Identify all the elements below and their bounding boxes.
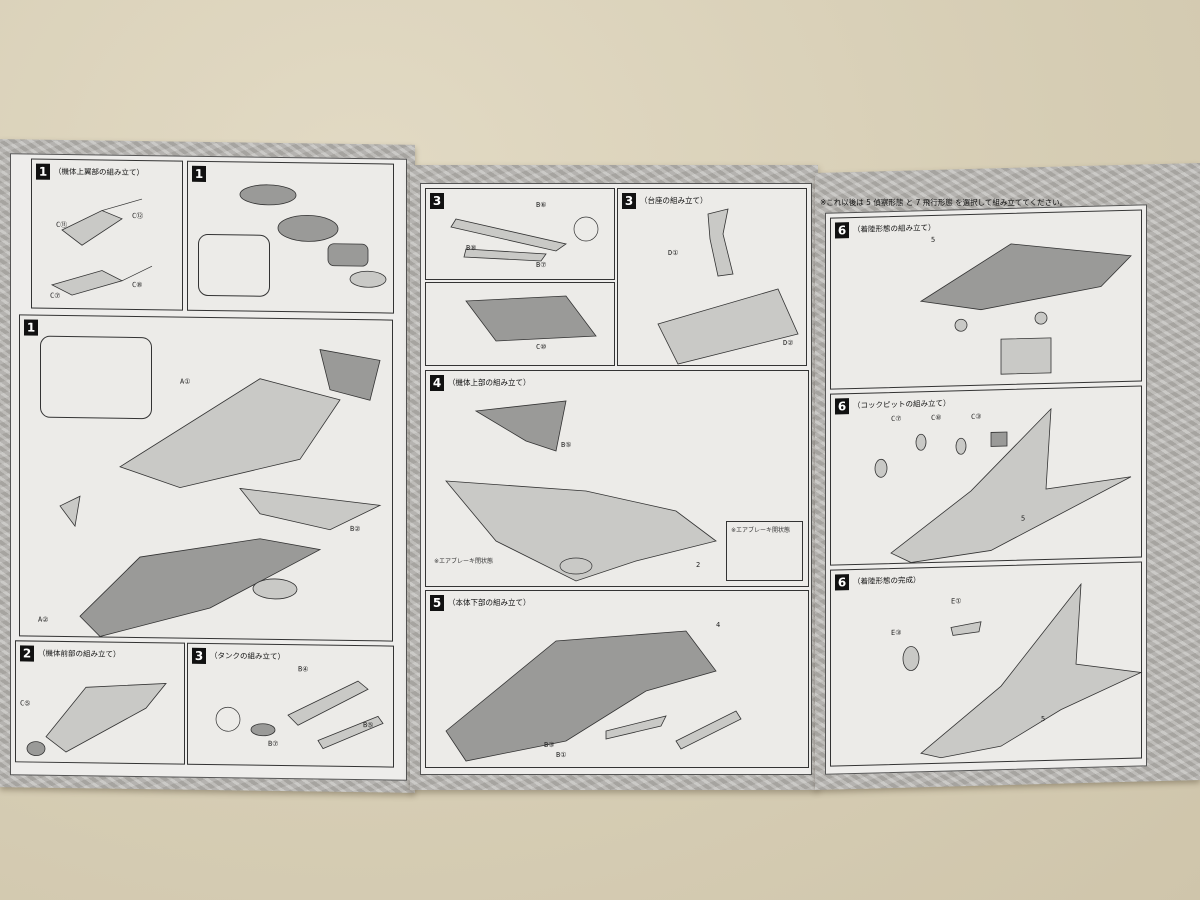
step-number: 5 <box>430 595 444 611</box>
step-box-3b: 3 B⑥ B⑦ B⑧ <box>425 188 615 280</box>
step-number: 6 <box>835 398 849 415</box>
part-label: D① <box>668 249 679 257</box>
step-number: 1 <box>24 319 38 336</box>
landing-gear-drawing <box>919 243 1132 375</box>
panel-left-inner: 1 （機体上翼部の組み立て） C⑪ C⑫ C⑦ C⑧ 1 1 <box>10 153 407 781</box>
airbrake-inset: ※エアブレーキ開状態 <box>726 521 803 581</box>
part-label: B⑤ <box>363 721 374 730</box>
display-stand-drawing <box>657 208 799 365</box>
step-box-6c: 6 （着陸形態の完成） E① E③ 5 <box>830 561 1143 767</box>
engine-parts-drawing <box>239 184 387 288</box>
part-label: 4 <box>716 621 721 629</box>
step-number: 3 <box>192 647 206 664</box>
step-box-3: 3 （タンクの組み立て） B④ B⑤ B⑦ <box>187 642 394 768</box>
part-label: B⑤ <box>561 441 572 449</box>
part-label: C⑫ <box>132 211 144 221</box>
part-label: D② <box>783 339 794 347</box>
lower-body-drawing <box>445 630 742 762</box>
part-label: B③ <box>544 741 555 749</box>
part-label: C⑩ <box>536 343 547 351</box>
part-label: 2 <box>696 561 701 569</box>
step-box-6b: 6 （コックピットの組み立て） C⑦ C⑧ C③ 5 <box>830 385 1142 566</box>
step-number: 6 <box>835 222 849 239</box>
upper-fuselage-drawing <box>445 400 717 582</box>
step-box-5: 5 （本体下部の組み立て） 4 B③ B① <box>425 590 809 768</box>
step-title: （機体上翼部の組み立て） <box>54 166 144 178</box>
step-number: 3 <box>430 193 444 209</box>
step-title: （コックピットの組み立て） <box>853 398 951 411</box>
part-label: B④ <box>298 665 309 674</box>
note-text: ※エアブレーキ開状態 <box>731 527 791 534</box>
part-label: B⑥ <box>536 201 547 209</box>
part-label: C③ <box>971 412 982 421</box>
part-label: C⑦ <box>891 414 902 424</box>
step-box-storage: C⑩ <box>425 282 615 366</box>
cockpit-drawing <box>874 407 1132 563</box>
part-label: C⑤ <box>20 699 31 708</box>
storage-drawing <box>465 295 597 342</box>
step-box-6a: 6 （着陸形態の組み立て） 5 <box>830 209 1142 390</box>
step-number: 2 <box>20 645 34 662</box>
landing-mode-complete-drawing <box>902 582 1143 759</box>
step-number: 4 <box>430 375 444 391</box>
part-label: C⑧ <box>132 280 143 290</box>
step-box-1b: 1 <box>187 160 394 314</box>
panel-right-inner: 6 （着陸形態の組み立て） 5 6 （コックピットの組み立て） C⑦ C⑧ <box>825 204 1147 775</box>
part-label: B② <box>350 524 361 534</box>
part-label: E③ <box>891 628 902 638</box>
step-number: 3 <box>622 193 636 209</box>
part-label: E① <box>951 597 962 606</box>
part-label: 5 <box>931 235 936 245</box>
instruction-panel-right: 6 （着陸形態の組み立て） 5 6 （コックピットの組み立て） C⑦ C⑧ <box>815 162 1200 791</box>
tank-assembly-drawing <box>450 216 599 262</box>
part-label: 5 <box>1041 715 1046 724</box>
instruction-panel-left: 1 （機体上翼部の組み立て） C⑪ C⑫ C⑦ C⑧ 1 1 <box>0 139 415 793</box>
step-number: 1 <box>192 165 206 182</box>
fuselage-exploded-drawing <box>59 349 382 637</box>
step-box-1a: 1 （機体上翼部の組み立て） C⑪ C⑫ C⑦ C⑧ <box>31 158 183 311</box>
part-label: 5 <box>1021 514 1026 523</box>
part-label: B⑧ <box>466 244 477 252</box>
step-box-2: 2 （機体前部の組み立て） C⑤ <box>15 640 185 765</box>
step-box-1c: 1 A① A② B② <box>19 314 393 642</box>
step-number: 1 <box>36 163 50 180</box>
step-title: （本体下部の組み立て） <box>448 598 531 607</box>
step-number: 6 <box>835 574 849 591</box>
step-title: （機体上部の組み立て） <box>448 378 531 387</box>
part-label: C⑪ <box>56 220 68 230</box>
right-panel-header: ※これ以後は 5 偵察形態 と 7 飛行形態 を選択して組み立ててください。 <box>820 198 1068 207</box>
step-title: （機体前部の組み立て） <box>38 648 121 659</box>
note-text: ※エアブレーキ閉状態 <box>434 558 494 565</box>
panel-middle-inner: 3 B⑥ B⑦ B⑧ 3 （台座の組み立て） D① D② C⑩ <box>420 183 812 775</box>
step-box-stand: 3 （台座の組み立て） D① D② <box>617 188 807 366</box>
step-box-4: 4 （機体上部の組み立て） ※エアブレーキ開状態 ※エアブレーキ閉状態 B⑤ 2 <box>425 370 809 587</box>
part-label: B① <box>556 751 567 759</box>
part-label: C⑦ <box>50 291 61 300</box>
instruction-panel-middle: 3 B⑥ B⑦ B⑧ 3 （台座の組み立て） D① D② C⑩ <box>410 165 818 790</box>
part-label: C⑧ <box>931 413 942 423</box>
part-label: B⑦ <box>268 739 279 748</box>
part-label: B⑦ <box>536 261 547 269</box>
part-label: A① <box>180 377 191 386</box>
step-title: （タンクの組み立て） <box>210 651 285 662</box>
detail-inset <box>198 233 270 297</box>
tank-parts-drawing <box>215 680 384 750</box>
part-label: A② <box>38 615 49 624</box>
step-title: （台座の組み立て） <box>640 196 708 205</box>
wing-part-drawing <box>50 198 153 296</box>
step-title: （着陸形態の完成） <box>853 575 921 587</box>
nose-section-drawing <box>26 682 167 757</box>
